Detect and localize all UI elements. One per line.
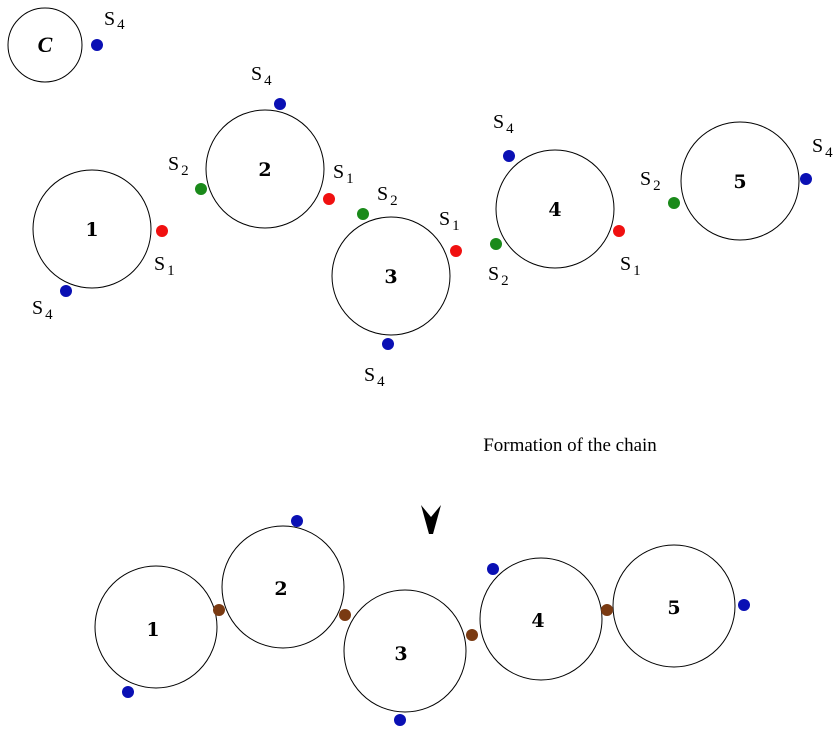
bond-3-4	[466, 629, 478, 641]
bond-1-2	[213, 604, 225, 616]
top-particle-4-s4-site	[503, 150, 515, 162]
top-particle-5-label: 5	[733, 171, 746, 193]
chain-particle-3-label: 3	[394, 643, 407, 665]
chain-particle-2-s4-site	[291, 515, 303, 527]
top-particle-1-s1-site	[156, 225, 168, 237]
top-particle-3-label: 3	[384, 266, 397, 288]
top-particle-3-s2-site	[357, 208, 369, 220]
chain-particle-1-label: 1	[146, 619, 159, 641]
chain-particle-3-circle	[343, 589, 467, 713]
top-particle-2-s1-site	[323, 193, 335, 205]
top-particle-2-s2-site	[195, 183, 207, 195]
chain-particle-5-circle	[612, 544, 736, 668]
template-circle	[7, 7, 83, 83]
top-particle-2-s4-site	[274, 98, 286, 110]
chain-particle-1: 1	[94, 565, 218, 698]
top-particle-5-s4-site	[800, 173, 812, 185]
chain-particle-2-circle	[221, 525, 345, 649]
down-arrow-icon	[421, 505, 441, 534]
chain-particle-1-s4-site	[122, 686, 134, 698]
chain-particle-4-s4-site	[487, 563, 499, 575]
chain-particle-5: 5	[612, 544, 750, 668]
top-particle-5-s2-site	[668, 197, 680, 209]
top-particle-1-circle	[32, 169, 152, 289]
top-particle-3-s1-site	[450, 245, 462, 257]
chain-particle-3: 3	[343, 589, 467, 726]
top-particle-3-circle	[331, 216, 451, 336]
top-particle-4-circle	[495, 149, 615, 269]
template-label: C	[38, 32, 53, 57]
top-particle-4-s1-site	[613, 225, 625, 237]
top-particle-1-s4-site	[60, 285, 72, 297]
chain-particle-2: 2	[221, 515, 345, 649]
bond-2-3	[339, 609, 351, 621]
top-particle-2-label: 2	[258, 159, 271, 181]
top-particle-1-label: 1	[85, 219, 98, 241]
top-particle-4-s2-site	[490, 238, 502, 250]
chain-particle-2-label: 2	[274, 578, 287, 600]
caption: Formation of the chain	[483, 435, 657, 456]
template-s4-site	[91, 39, 103, 51]
top-particle-4-label: 4	[548, 199, 561, 221]
chain-particle-1-circle	[94, 565, 218, 689]
top-particle-5-circle	[680, 121, 800, 241]
chain-particle-4-circle	[479, 557, 603, 681]
top-particle-2-circle	[205, 109, 325, 229]
chain-particle-4: 4	[479, 557, 603, 681]
chain-particle-5-s4-site	[738, 599, 750, 611]
chain-particle-4-label: 4	[531, 610, 544, 632]
top-particle-3-s4-site	[382, 338, 394, 350]
chain-particle-3-s4-site	[394, 714, 406, 726]
chain-particle-5-label: 5	[667, 597, 680, 619]
bond-4-5	[601, 604, 613, 616]
